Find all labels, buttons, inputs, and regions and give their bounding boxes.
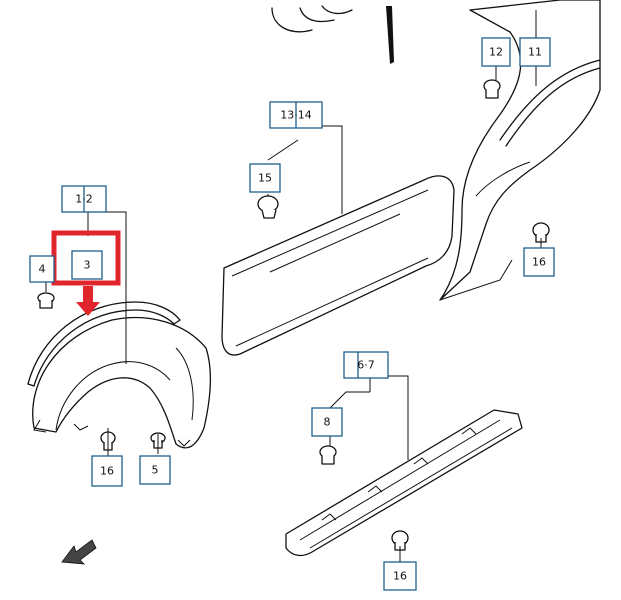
svg-text:8: 8 <box>324 416 331 429</box>
door-moulding <box>221 175 455 356</box>
callout-16-right: 16 <box>523 247 555 277</box>
highlight-arrow <box>76 286 100 316</box>
svg-text:3: 3 <box>84 259 91 272</box>
callout-13-14: 13·14 <box>269 101 323 129</box>
svg-text:11: 11 <box>528 46 542 59</box>
callout-1-2: 1·2 <box>61 185 107 213</box>
svg-text:4: 4 <box>39 263 46 276</box>
callout-6-7: 6·7 <box>343 351 389 379</box>
clip-8 <box>319 445 337 465</box>
svg-text:16: 16 <box>100 465 114 478</box>
svg-text:6·7: 6·7 <box>357 359 375 372</box>
callout-15: 15 <box>249 163 281 193</box>
callout-3: 3 <box>51 230 121 286</box>
svg-text:12: 12 <box>489 46 503 59</box>
front-direction-arrow-icon <box>61 539 97 565</box>
clip-12 <box>483 79 501 99</box>
callout-16-left: 16 <box>91 455 123 487</box>
callout-4: 4 <box>29 255 55 283</box>
callout-8: 8 <box>311 407 343 437</box>
clip-16-c <box>391 530 409 551</box>
callouts: 1·2 3 4 5 6·7 8 11 12 <box>29 37 555 591</box>
callout-11: 11 <box>519 37 551 67</box>
rear-quarter-liner <box>439 0 601 301</box>
fender-arch-moulding <box>27 301 181 387</box>
callout-5: 5 <box>139 455 171 485</box>
front-fender-liner <box>32 316 212 449</box>
svg-text:1·2: 1·2 <box>75 193 93 206</box>
svg-text:16: 16 <box>532 256 546 269</box>
svg-text:5: 5 <box>152 464 159 477</box>
side-sill-moulding <box>285 409 523 557</box>
clip-15 <box>257 195 279 219</box>
svg-text:16: 16 <box>393 570 407 583</box>
svg-text:15: 15 <box>258 172 272 185</box>
callout-16-bottom: 16 <box>383 561 417 591</box>
svg-text:13·14: 13·14 <box>280 109 312 122</box>
callout-12: 12 <box>481 37 511 67</box>
top-fragment <box>271 5 394 64</box>
